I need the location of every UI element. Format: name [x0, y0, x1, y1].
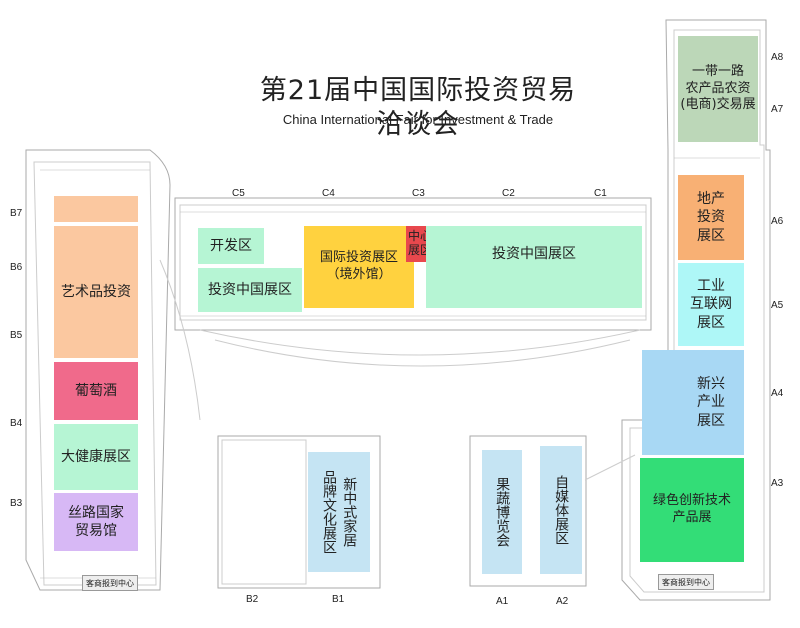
building-c-outline — [174, 197, 652, 331]
zone-international-investment[interactable]: 国际投资展区 （境外馆） — [304, 226, 414, 308]
zone-green-innovation[interactable]: 绿色创新技术 产品展 — [640, 458, 744, 562]
fruit-vegetable-label: 果蔬博览会 — [494, 477, 511, 547]
hall-label-b2: B2 — [246, 594, 259, 605]
zone-fruit-vegetable-expo[interactable]: 果蔬博览会 — [482, 450, 522, 574]
building-b12-outline — [217, 435, 381, 589]
zone-wine[interactable]: 葡萄酒 — [54, 362, 138, 420]
hall-label-a2: A2 — [556, 596, 569, 607]
building-a-outline — [621, 19, 771, 601]
hall-label-c2: C2 — [502, 188, 515, 199]
zone-development-area[interactable]: 开发区 — [198, 228, 264, 264]
zone-invest-china-left[interactable]: 投资中国展区 — [198, 268, 302, 312]
hall-label-b5: B5 — [10, 330, 23, 341]
zone-self-media[interactable]: 自媒体展区 — [540, 446, 582, 574]
registration-center-right[interactable]: 客商报到中心 — [658, 574, 714, 590]
hall-label-b6: B6 — [10, 262, 23, 273]
hall-label-a5: A5 — [771, 300, 784, 311]
zone-invest-china-main[interactable]: 投资中国展区 — [426, 226, 642, 308]
zone-real-estate[interactable]: 地产 投资 展区 — [678, 175, 744, 260]
new-chinese-furniture-label: 新中式家居 — [341, 477, 358, 547]
hall-label-b3: B3 — [10, 498, 23, 509]
zone-yidai-yilu[interactable]: 一带一路 农产品农资 (电商)交易展 — [678, 36, 758, 142]
hall-label-a4: A4 — [771, 388, 784, 399]
zone-brand-culture[interactable]: 品牌文化展区 新中式家居 — [308, 452, 370, 572]
hall-label-c3: C3 — [412, 188, 425, 199]
hall-label-b1: B1 — [332, 594, 345, 605]
hall-label-b7: B7 — [10, 208, 23, 219]
hall-label-c1: C1 — [594, 188, 607, 199]
hall-label-a8: A8 — [771, 52, 784, 63]
page-subtitle: China International Fair for Investment … — [282, 112, 554, 127]
zone-art-investment[interactable]: 艺术品投资 — [54, 226, 138, 358]
self-media-label: 自媒体展区 — [553, 475, 570, 545]
hall-label-a3: A3 — [771, 478, 784, 489]
hall-label-c4: C4 — [322, 188, 335, 199]
hall-label-a1: A1 — [496, 596, 509, 607]
zone-health[interactable]: 大健康展区 — [54, 424, 138, 490]
zone-emerging-industry[interactable]: 新兴 产业 展区 — [642, 350, 744, 455]
hall-label-c5: C5 — [232, 188, 245, 199]
page-title: 第21届中国国际投资贸易洽谈会 — [259, 75, 577, 140]
hall-label-a7: A7 — [771, 104, 784, 115]
building-a12-outline — [469, 435, 587, 587]
hall-label-a6: A6 — [771, 216, 784, 227]
hall-label-b4: B4 — [10, 418, 23, 429]
zone-b7-blank — [54, 196, 138, 222]
brand-culture-label: 品牌文化展区 — [321, 470, 337, 554]
zone-industrial-internet[interactable]: 工业 互联网 展区 — [678, 263, 744, 346]
zone-silk-road-trade[interactable]: 丝路国家 贸易馆 — [54, 493, 138, 551]
registration-center-left[interactable]: 客商报到中心 — [82, 575, 138, 591]
